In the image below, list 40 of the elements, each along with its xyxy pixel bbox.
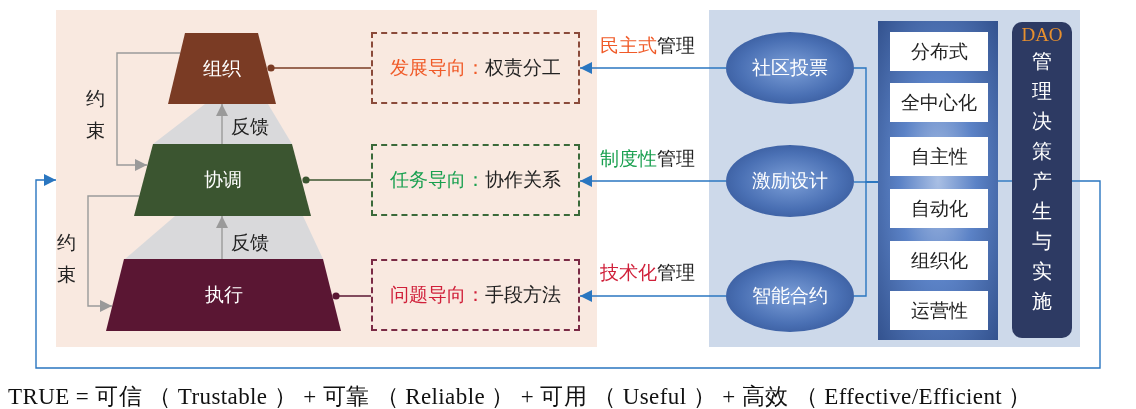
edge-label: 制度性管理 [600, 146, 695, 171]
arrow [35, 174, 1101, 369]
panel-background [56, 10, 597, 347]
dot-connector [302, 176, 372, 184]
label-box: 自主性 [890, 137, 988, 176]
edge-label: 反馈 [231, 114, 269, 139]
label-box: 运营性 [890, 291, 988, 330]
dot-connector [332, 292, 372, 300]
arrow [87, 195, 140, 312]
dot-connector [267, 64, 372, 72]
connector-line [853, 181, 879, 297]
trapezoid-box: 组织 [168, 33, 276, 104]
dashed-box: 问题导向：手段方法 [371, 259, 580, 331]
edge-label: 技术化管理 [600, 260, 695, 285]
title-panel: DAO 管理决策产生与实施 [1012, 22, 1072, 338]
panel-background [709, 10, 1080, 347]
edge-label: 约束 [57, 230, 77, 287]
edge-label: 约束 [86, 86, 106, 143]
arrow [216, 103, 228, 145]
connector-line [997, 180, 1013, 182]
arrow [579, 290, 727, 302]
arrow [579, 175, 727, 187]
ellipse-node: 社区投票 [726, 32, 854, 104]
label-box: 全中心化 [890, 83, 988, 122]
arrow [216, 215, 228, 260]
ellipse-node: 激励设计 [726, 145, 854, 217]
arrow [579, 62, 727, 74]
dashed-box: 发展导向：权责分工 [371, 32, 580, 104]
edge-label: 反馈 [231, 230, 269, 255]
ellipse-node: 智能合约 [726, 260, 854, 332]
arrow [116, 52, 181, 171]
column-panel [878, 21, 998, 340]
edge-label: 民主式管理 [600, 33, 695, 58]
label-box: 自动化 [890, 189, 988, 228]
label-box: 分布式 [890, 32, 988, 71]
trapezoid-box: 协调 [134, 144, 311, 216]
formula-text: TRUE = 可信 （ Trustable ） + 可靠 （ Reliable ） + 可用 （ Useful ） + 高效 （ Effective/Efficient ） [8, 383, 1032, 409]
dashed-box: 任务导向：协作关系 [371, 144, 580, 216]
label-box: 组织化 [890, 241, 988, 280]
trapezoid-box: 执行 [106, 259, 341, 331]
